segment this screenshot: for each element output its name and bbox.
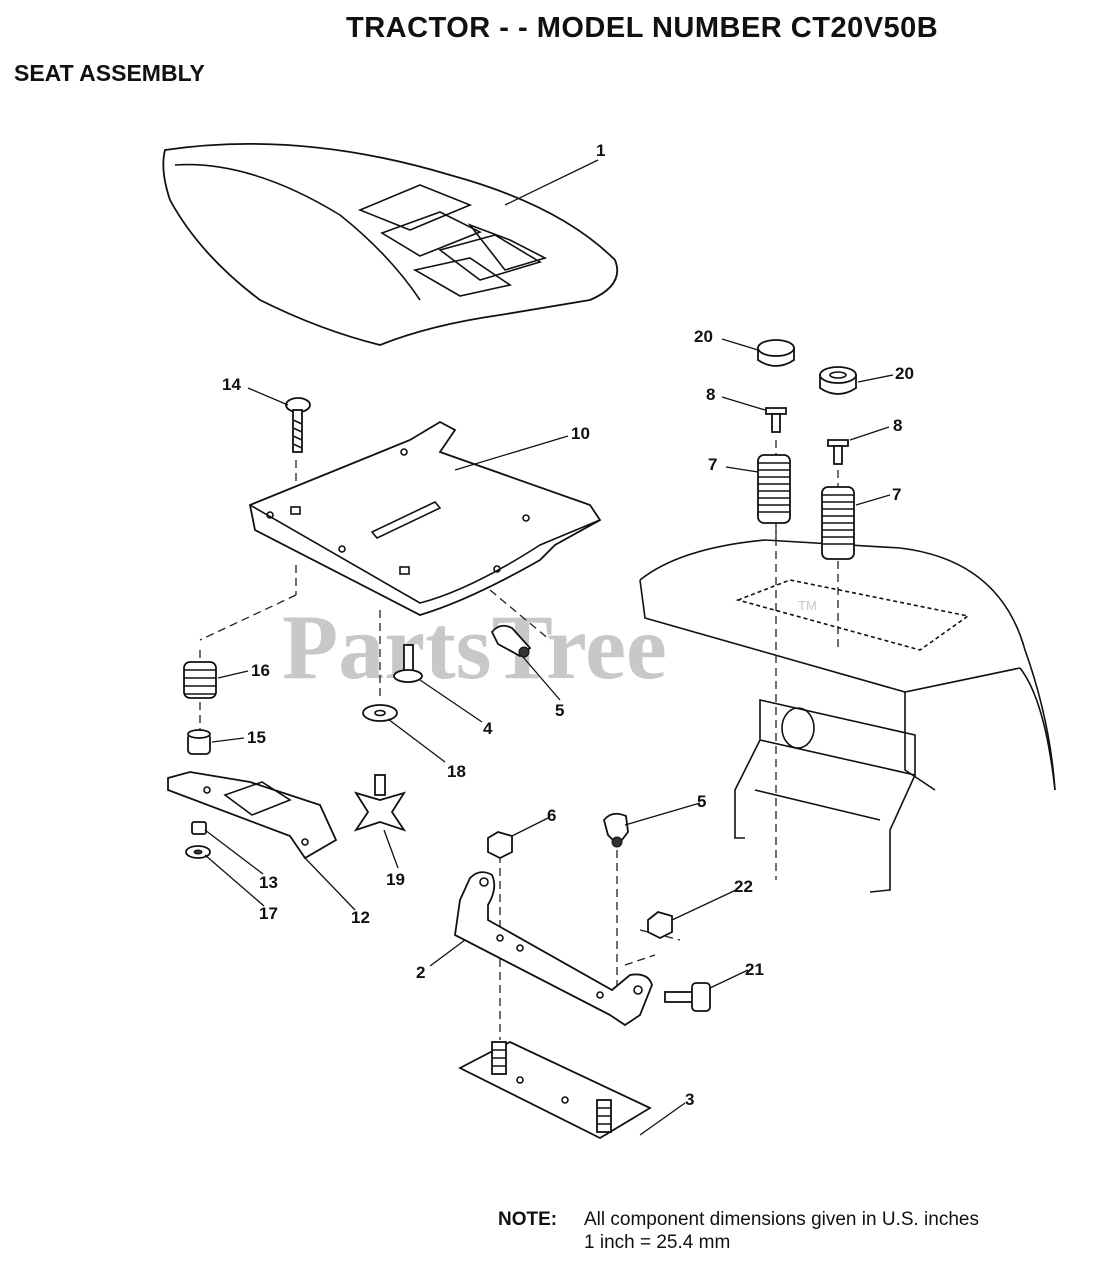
part-washer xyxy=(362,704,398,722)
part-shoulder-bolt-left xyxy=(765,407,787,433)
callout-8-right: 8 xyxy=(893,416,902,435)
part-carriage-bolt xyxy=(285,397,311,453)
part-adjustment-knob xyxy=(353,774,407,832)
tractor-frame-illustration xyxy=(639,539,1056,893)
part-hex-nut-flange xyxy=(647,911,673,940)
note-line-1: All component dimensions given in U.S. i… xyxy=(584,1209,979,1230)
part-bushing xyxy=(187,729,211,755)
callout-4: 4 xyxy=(483,719,493,738)
callout-10: 10 xyxy=(571,424,590,443)
callout-7-right: 7 xyxy=(892,485,901,504)
part-bolt xyxy=(393,644,423,683)
callout-leader-lines xyxy=(204,159,894,1136)
note-line-2: 1 inch = 25.4 mm xyxy=(584,1232,731,1253)
part-slide-bracket xyxy=(167,771,338,860)
page-title: TRACTOR - - MODEL NUMBER CT20V50B xyxy=(346,12,939,44)
callout-22: 22 xyxy=(734,877,753,896)
part-shoulder-bolt-right xyxy=(827,439,849,465)
callout-17: 17 xyxy=(259,904,278,923)
callout-15: 15 xyxy=(247,728,266,747)
callout-7-left: 7 xyxy=(708,455,717,474)
callout-5-upper: 5 xyxy=(555,701,564,720)
callout-20-left: 20 xyxy=(694,327,713,346)
callout-21: 21 xyxy=(745,960,764,979)
callout-3: 3 xyxy=(685,1090,694,1109)
callout-14: 14 xyxy=(222,375,241,394)
part-lock-nut xyxy=(191,821,207,835)
part-small-spring xyxy=(183,661,217,699)
part-seat-pan xyxy=(248,420,602,616)
part-spring-left xyxy=(757,454,791,524)
callout-16: 16 xyxy=(251,661,270,680)
callout-2: 2 xyxy=(416,963,425,982)
callout-12: 12 xyxy=(351,908,370,927)
watermark-trademark: TM xyxy=(798,598,817,613)
part-spacer-left xyxy=(757,339,795,367)
part-spacer-right xyxy=(819,366,857,395)
dimensions-note: NOTE: All component dimensions given in U… xyxy=(498,1208,979,1254)
part-spring-right xyxy=(821,486,855,560)
callout-6: 6 xyxy=(547,806,556,825)
part-clip-lower xyxy=(603,812,629,848)
note-label: NOTE: xyxy=(498,1209,558,1230)
part-flat-washer xyxy=(185,845,211,859)
part-base-plate xyxy=(458,1040,652,1140)
callout-numbers: 1 20 20 14 8 8 10 7 7 16 5 4 15 18 6 5 1… xyxy=(222,141,914,1109)
part-seat-bracket xyxy=(454,871,653,1027)
callout-5-lower: 5 xyxy=(697,792,706,811)
callout-19: 19 xyxy=(386,870,405,889)
callout-18: 18 xyxy=(447,762,466,781)
callout-1: 1 xyxy=(596,141,605,160)
part-seat xyxy=(162,142,619,346)
part-pivot-bolt xyxy=(664,982,711,1012)
part-hex-nut xyxy=(487,831,513,860)
watermark-text: PartsTree xyxy=(282,596,667,698)
section-title: SEAT ASSEMBLY xyxy=(14,60,205,86)
part-clip-upper xyxy=(490,624,532,658)
callout-13: 13 xyxy=(259,873,278,892)
callout-8-left: 8 xyxy=(706,385,715,404)
callout-20-right: 20 xyxy=(895,364,914,383)
